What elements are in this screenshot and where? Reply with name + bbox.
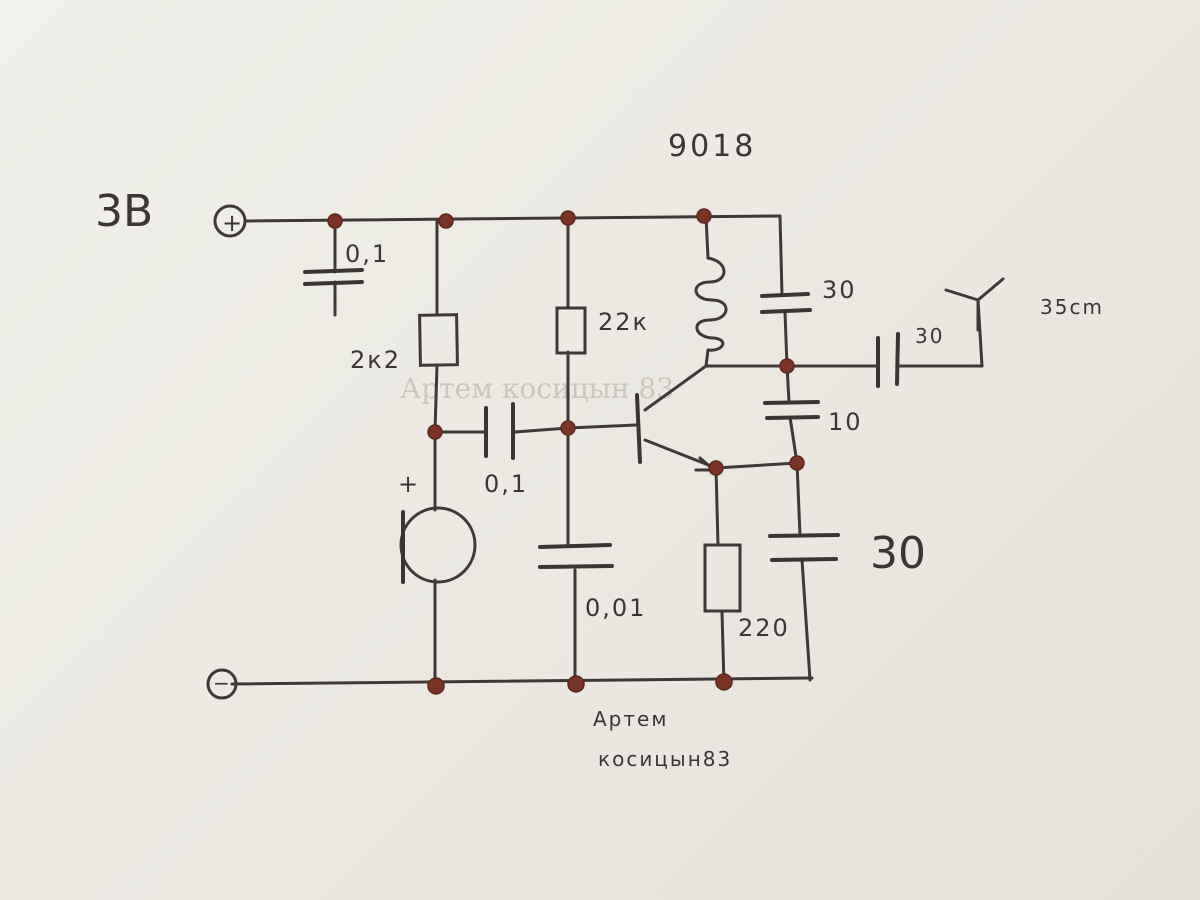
tank-capacitor-label: 30 xyxy=(822,276,857,304)
supply-capacitor-label: 0,1 xyxy=(345,240,389,268)
resistor-2k2-label: 2к2 xyxy=(350,346,401,374)
resistor-220-label: 220 xyxy=(738,614,790,642)
supply-capacitor xyxy=(303,268,364,286)
junction-nodes xyxy=(327,208,805,695)
ground-terminal: − xyxy=(206,668,238,700)
supply-voltage-label: 3В xyxy=(95,186,153,237)
antenna-length-label: 35cm xyxy=(1040,295,1104,319)
wires xyxy=(230,214,984,688)
author-name-line2: косицын83 xyxy=(598,747,732,771)
microphone xyxy=(399,506,477,584)
plus-sign: + xyxy=(222,209,242,237)
emitter-capacitor-label: 30 xyxy=(870,528,926,579)
ground-rail xyxy=(230,676,814,686)
positive-terminal: + xyxy=(213,204,247,238)
feedback-capacitor-label: 10 xyxy=(828,408,863,436)
feedback-capacitor xyxy=(763,400,820,420)
output-capacitor xyxy=(876,332,900,388)
transistor-label: 9018 xyxy=(668,129,756,164)
resistor-2k2 xyxy=(418,313,459,367)
resistor-22k xyxy=(555,306,587,355)
inductor-coil xyxy=(694,256,728,352)
output-capacitor-label: 30 xyxy=(915,324,944,348)
emitter-capacitor xyxy=(768,533,840,562)
coupling-capacitor xyxy=(484,402,515,460)
antenna xyxy=(944,277,1005,332)
minus-sign: − xyxy=(213,671,230,695)
base-capacitor-label: 0,01 xyxy=(585,594,646,622)
author-name-line1: Артем xyxy=(593,707,668,731)
watermark: Артем косицын 83 xyxy=(400,372,674,405)
resistor-22k-label: 22к xyxy=(598,308,649,336)
coupling-capacitor-label: 0,1 xyxy=(484,470,528,498)
resistor-220 xyxy=(703,543,742,613)
base-capacitor xyxy=(538,543,614,569)
tank-capacitor xyxy=(760,292,812,314)
mic-polarity-label: + xyxy=(398,470,420,498)
